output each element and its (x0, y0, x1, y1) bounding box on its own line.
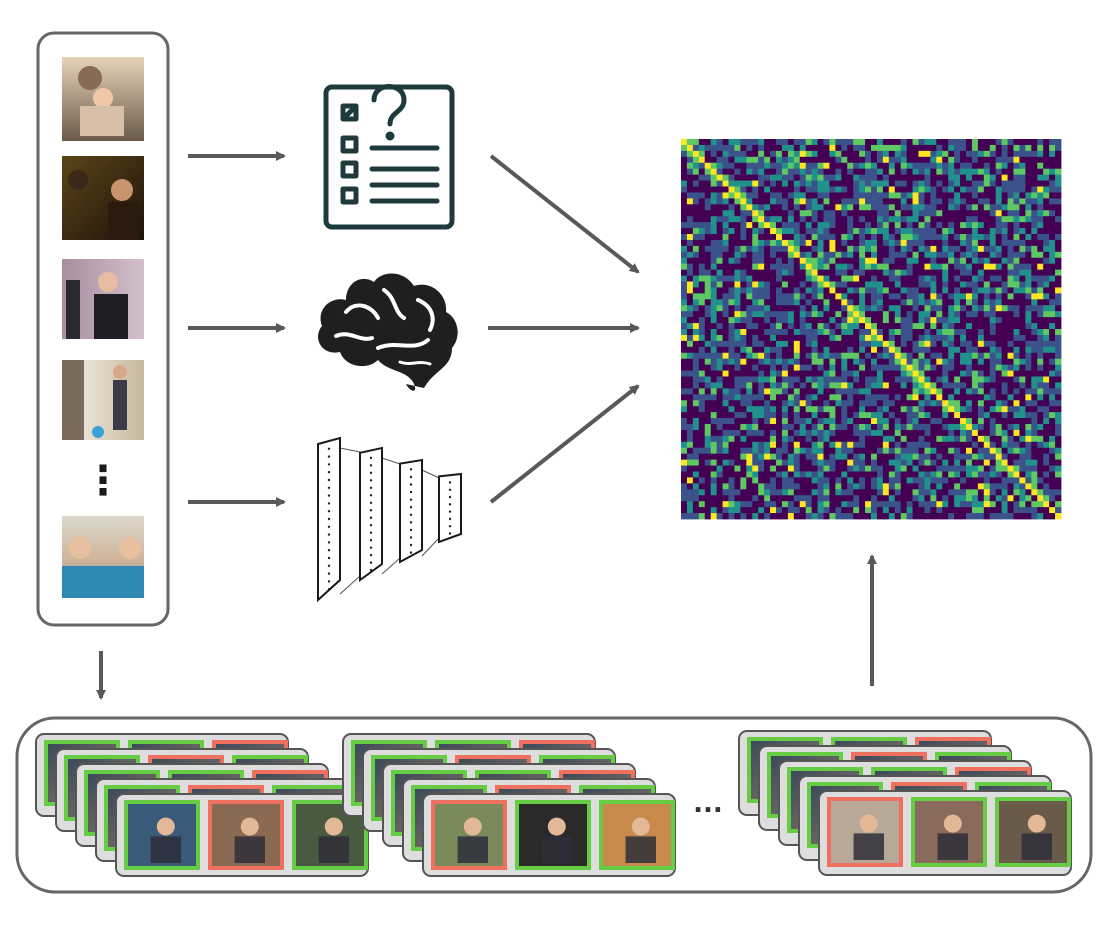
network-layer-2 (359, 446, 383, 582)
arrow-network-to-matrix (489, 384, 640, 504)
trial-stack-1 (35, 733, 369, 877)
network-layer-3 (399, 458, 423, 564)
network-layer-4 (438, 472, 462, 544)
trial-stack-2 (342, 733, 676, 877)
trials-panel: ... (15, 716, 1093, 894)
brain-icon (318, 273, 458, 391)
trial-stack-3 (738, 730, 1072, 876)
trials-ellipsis: ... (693, 789, 723, 819)
video-thumbnail-2 (62, 156, 144, 240)
arrow-questionnaire-to-matrix (489, 154, 640, 274)
questionnaire-icon (323, 84, 455, 230)
video-column: ⋮ (36, 31, 170, 627)
video-thumbnail-3 (62, 259, 144, 339)
similarity-matrix (681, 139, 1062, 520)
video-thumbnail-5 (62, 516, 144, 598)
video-thumbnail-4 (62, 360, 144, 440)
neural-network-icon (317, 436, 462, 603)
video-thumbnail-1 (62, 57, 144, 141)
video-column-ellipsis: ⋮ (83, 458, 123, 504)
